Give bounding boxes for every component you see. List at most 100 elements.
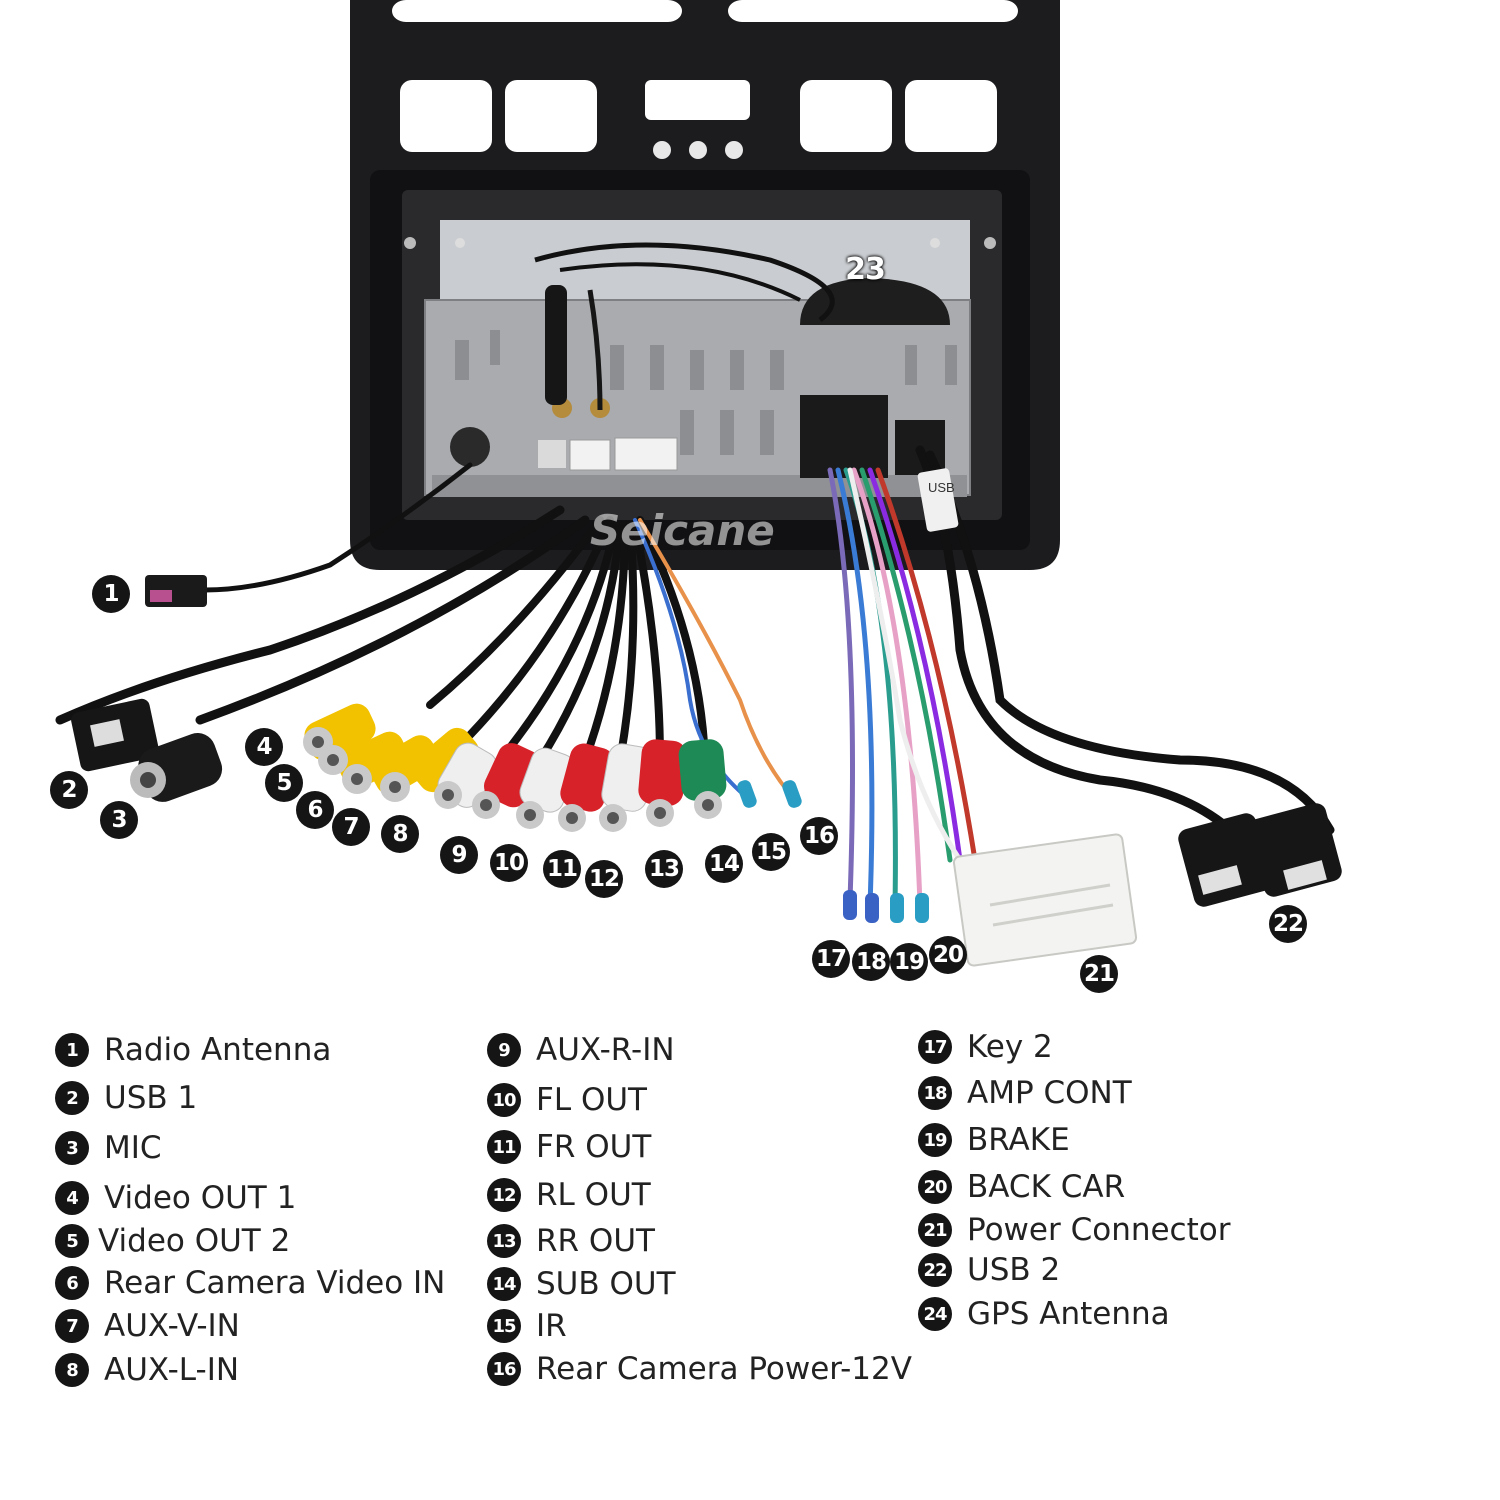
callout-11: 11 [543,850,581,888]
legend-number: 1 [55,1033,89,1067]
legend-label: Video OUT 1 [104,1180,297,1216]
legend-label: RR OUT [536,1223,655,1259]
legend-label: USB 1 [104,1080,198,1116]
brand-watermark: Seicane [590,506,775,555]
callout-1: 1 [92,575,130,613]
legend-number: 13 [487,1224,521,1258]
callout-6: 6 [296,791,334,829]
legend-item: 6 Rear Camera Video IN [55,1263,445,1303]
callout-12: 12 [585,860,623,898]
legend-item: 4 Video OUT 1 [55,1178,296,1218]
radio-antenna-plug [145,575,207,607]
legend-label: RL OUT [536,1177,651,1213]
usb2-plugs [1178,803,1342,907]
legend-item: 11 FR OUT [487,1127,651,1167]
usb1-plug [71,698,159,772]
callout-21: 21 [1080,955,1118,993]
cables [55,445,1335,908]
legend-number: 16 [487,1352,521,1386]
legend-number: 24 [918,1297,952,1331]
legend-item: 14 SUB OUT [487,1264,676,1304]
callout-17: 17 [812,940,850,978]
callout-8: 8 [381,815,419,853]
legend-label: FL OUT [536,1082,647,1118]
legend-item: 1 Radio Antenna [55,1030,331,1070]
legend-label: Power Connector [967,1212,1231,1248]
legend-number: 21 [918,1213,952,1247]
legend-label: Key 2 [967,1029,1053,1065]
callout-2: 2 [50,771,88,809]
legend-item: 21 Power Connector [918,1210,1230,1250]
legend-label: FR OUT [536,1129,652,1165]
legend-number: 20 [918,1170,952,1204]
rca-plugs [303,703,802,832]
legend-label: AUX-L-IN [104,1352,240,1388]
legend-label: Rear Camera Power-12V [536,1351,912,1387]
legend-number: 14 [487,1267,521,1301]
legend-number: 2 [55,1081,89,1115]
legend-item: 16 Rear Camera Power-12V [487,1349,912,1389]
wire-tips [843,890,929,923]
mic-plug [130,733,223,802]
callout-4: 4 [245,728,283,766]
legend-label: USB 2 [967,1252,1061,1288]
legend-item: 18 AMP CONT [918,1073,1132,1113]
legend-number: 19 [918,1123,952,1157]
callout-22: 22 [1269,905,1307,943]
callout-10: 10 [490,844,528,882]
legend-label: AUX-V-IN [104,1308,240,1344]
legend-item: 13 RR OUT [487,1221,655,1261]
callout-7: 7 [332,808,370,846]
callout-15: 15 [752,833,790,871]
legend-label: AUX-R-IN [536,1032,675,1068]
legend-item: 19 BRAKE [918,1120,1070,1160]
callout-14: 14 [705,845,743,883]
power-connector [952,833,1138,967]
legend-number: 6 [55,1266,89,1300]
callout-16: 16 [800,817,838,855]
legend-label: Radio Antenna [104,1032,332,1068]
legend-number: 3 [55,1131,89,1165]
legend-number: 11 [487,1130,521,1164]
legend-item: 3 MIC [55,1128,162,1168]
legend-number: 5 [55,1224,89,1258]
legend-label: SUB OUT [536,1266,676,1302]
radio-chassis [404,220,996,497]
callout-9: 9 [440,836,478,874]
legend-number: 22 [918,1253,952,1287]
gps-antenna [534,242,950,411]
legend-number: 8 [55,1353,89,1387]
legend-label: GPS Antenna [967,1296,1170,1332]
callout-19: 19 [890,943,928,981]
legend-number: 18 [918,1076,952,1110]
legend-number: 12 [487,1178,521,1212]
legend-item: 10 FL OUT [487,1080,647,1120]
legend-number: 15 [487,1309,521,1343]
legend-item: 9 AUX-R-IN [487,1030,675,1070]
usb-tag-text: USB [928,480,955,495]
callout-20: 20 [929,936,967,974]
legend-item: 24 GPS Antenna [918,1294,1170,1334]
legend-item: 2 USB 1 [55,1078,197,1118]
legend-item: 20 BACK CAR [918,1167,1125,1207]
callout-23: 23 [845,251,886,287]
legend-item: 8 AUX-L-IN [55,1350,239,1390]
legend-item: 7 AUX-V-IN [55,1306,240,1346]
legend-label: Video OUT 2 [98,1223,291,1259]
legend-label: BACK CAR [967,1169,1126,1205]
callout-18: 18 [852,943,890,981]
legend-item: 15 IR [487,1306,567,1346]
legend-label: MIC [104,1130,162,1166]
legend-item: 5 Video OUT 2 [55,1221,290,1261]
legend-number: 7 [55,1309,89,1343]
legend-label: AMP CONT [967,1075,1132,1111]
legend: 1 Radio Antenna 2 USB 1 3 MIC 4 Video OU… [0,1020,1500,1490]
legend-item: 12 RL OUT [487,1175,651,1215]
legend-number: 9 [487,1033,521,1067]
legend-item: 22 USB 2 [918,1250,1060,1290]
legend-label: IR [536,1308,567,1344]
callout-13: 13 [645,850,683,888]
legend-label: BRAKE [967,1122,1070,1158]
legend-number: 10 [487,1083,521,1117]
legend-number: 17 [918,1030,952,1064]
